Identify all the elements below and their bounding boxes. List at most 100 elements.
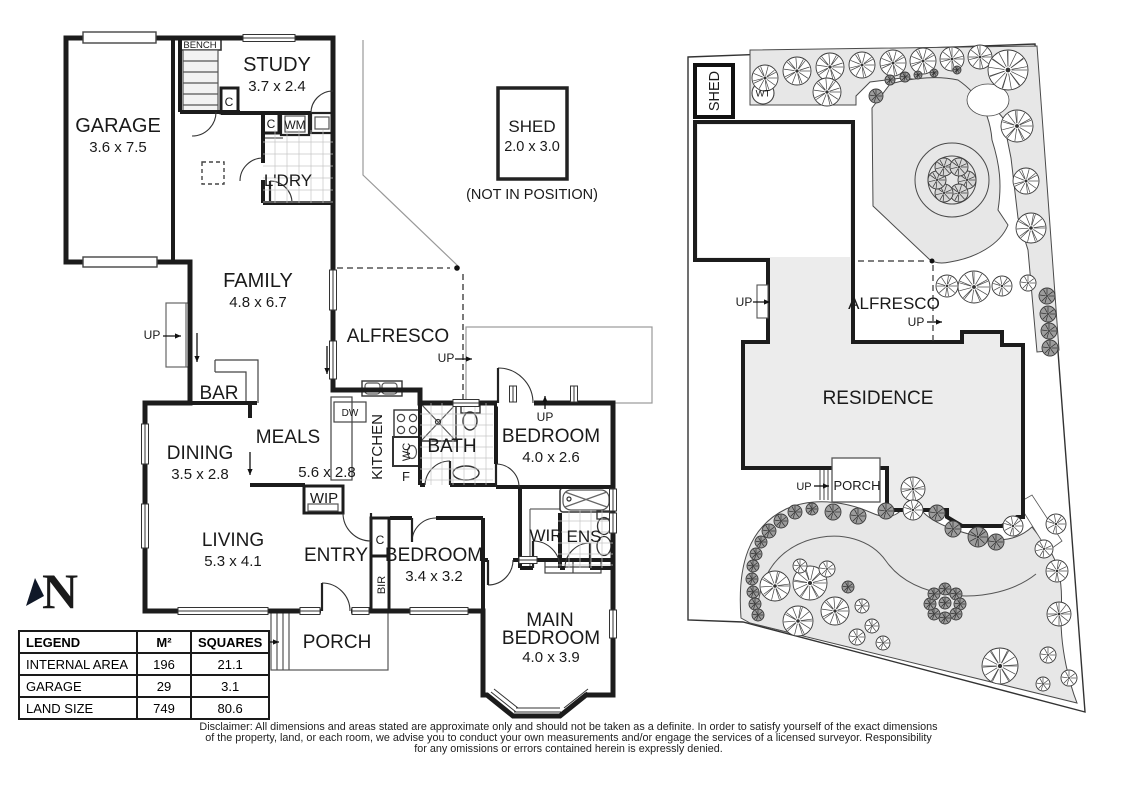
stair-treads [183, 60, 218, 106]
legend-squares: 80.6 [189, 696, 271, 720]
door-arc-bench [191, 111, 217, 137]
ens-label: ENS [567, 527, 602, 546]
closet-c3-label: C [376, 533, 385, 547]
stove [393, 409, 421, 438]
legend-row-landsize: LAND SIZE 749 80.6 [18, 696, 271, 720]
alfresco-dot [454, 265, 460, 271]
disclaimer-line-1: Disclaimer: All dimensions and areas sta… [199, 721, 938, 733]
legend-squares: 3.1 [189, 674, 271, 698]
door-arc-bath [424, 460, 451, 486]
door-arc-front [321, 582, 351, 612]
wip-shelf [307, 503, 339, 512]
garden-inner-curve [756, 535, 1037, 613]
wip-label: WIP [310, 490, 338, 507]
legend-m2: 196 [136, 652, 192, 676]
garage-label: GARAGE [75, 115, 161, 137]
roof-line [362, 40, 459, 267]
up-alfresco-label: UP [438, 351, 455, 365]
legend-label: GARAGE [18, 674, 138, 698]
door-leaf [268, 181, 592, 611]
shed-box [496, 86, 569, 181]
legend-m2: 29 [136, 674, 192, 698]
meals-dims: 5.6 x 2.8 [298, 464, 356, 481]
shower-rose [434, 418, 442, 426]
bench-label: BENCH [183, 40, 216, 51]
bar-label: BAR [199, 383, 238, 404]
floor-plan-details [165, 37, 653, 713]
burner [396, 425, 406, 435]
door-arc-wir [532, 540, 561, 569]
door-gap [497, 399, 534, 407]
legend-m2: 749 [136, 696, 192, 720]
floor-plan-walls [63, 35, 616, 719]
site-plan [687, 43, 1086, 713]
labels: BENCH GARAGE 3.6 x 7.5 STUDY 3.7 x 2.4 C… [26, 40, 940, 666]
door-arc-bedroom2 [495, 463, 520, 488]
site-alfresco-label: ALFRESCO [848, 294, 940, 313]
closet-c1-label: C [225, 95, 234, 109]
disclaimer-text: Disclaimer: All dimensions and areas sta… [0, 722, 1137, 755]
garage-doors [82, 31, 158, 268]
kitchen-label: KITCHEN [369, 414, 386, 480]
burner [396, 413, 406, 423]
family-dashed-square [201, 161, 225, 185]
garden-white-notch [966, 83, 1010, 117]
wip-pantry [302, 484, 345, 515]
tile-floors [263, 130, 613, 568]
legend-label: INTERNAL AREA [18, 652, 138, 676]
site-alfresco-dot [929, 258, 935, 264]
shed-detail-label: SHED [508, 117, 555, 136]
ens-tub-x [564, 491, 608, 508]
alfresco-slab [465, 326, 653, 404]
family-dims: 4.8 x 6.7 [229, 294, 287, 311]
living-dims: 5.3 x 4.1 [204, 553, 262, 570]
door-arc-bedroom3 [411, 517, 437, 543]
floor-plan-doors [82, 31, 592, 615]
windows [141, 34, 617, 639]
door-arc-main [487, 559, 514, 586]
burner [408, 413, 418, 423]
legend-title: LEGEND [18, 630, 138, 654]
site-shed-label: SHED [707, 71, 723, 111]
porch-slab [270, 611, 389, 671]
up-bedroom2-label: UP [537, 410, 554, 424]
garden-trees [745, 44, 1078, 692]
site-up-2: UP [908, 315, 925, 329]
site-residence-label: RESIDENCE [823, 388, 934, 409]
main-bedroom-label-1: MAIN [526, 610, 574, 631]
legend-col-m2: M² [136, 630, 192, 654]
garage-door-top [82, 31, 157, 44]
bath-label: BATH [427, 436, 476, 457]
study-label: STUDY [243, 54, 311, 76]
family-label: FAMILY [223, 270, 293, 292]
north-letter: N [42, 563, 78, 619]
closet-c2-label: C [267, 117, 276, 131]
interior-walls [171, 38, 613, 611]
legend-squares: 21.1 [189, 652, 271, 676]
burner [408, 425, 418, 435]
door-arc-laundry [269, 180, 293, 204]
main-bedroom-label-2: BEDROOM [502, 628, 600, 649]
kitchen-bench [330, 396, 353, 481]
living-label: LIVING [202, 530, 264, 551]
dishwasher-box [333, 401, 367, 423]
legend-col-squares: SQUARES [189, 630, 271, 654]
dw-label: DW [342, 408, 359, 419]
washing-machine [284, 115, 306, 133]
porch-label: PORCH [303, 632, 372, 653]
closet-entry-bir [369, 516, 391, 613]
legend-table: LEGEND M² SQUARES INTERNAL AREA 196 21.1… [18, 630, 271, 720]
garden-walkway [1017, 494, 1063, 552]
trough-bowl [314, 116, 330, 130]
legend-label: LAND SIZE [18, 696, 138, 720]
site-porch-label: PORCH [834, 478, 881, 493]
closet-laundry [261, 111, 281, 135]
bedroom3-label: BEDROOM [385, 545, 483, 566]
bedroom2-dims: 4.0 x 2.6 [522, 449, 580, 466]
door-arc-bedroom2-ext [497, 367, 534, 404]
bedroom2-label: BEDROOM [502, 426, 600, 447]
wir-label: WIR [529, 526, 562, 545]
door-gap [321, 607, 351, 615]
laundry-label: L'DRY [264, 171, 312, 190]
wc-toilet [406, 444, 418, 460]
